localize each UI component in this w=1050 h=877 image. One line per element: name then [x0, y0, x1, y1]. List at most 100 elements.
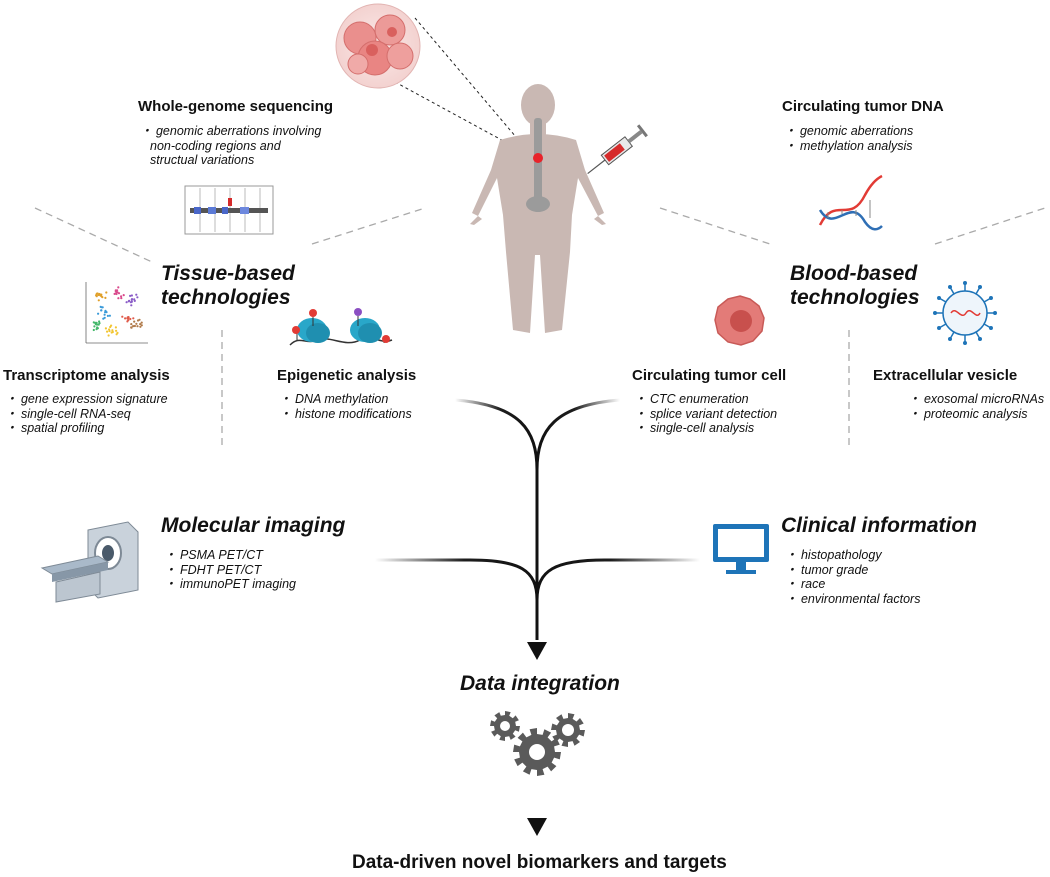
exosome-spike-tip: [948, 336, 952, 341]
tsne-point: [129, 301, 132, 304]
tsne-point: [120, 295, 123, 298]
tsne-point: [116, 291, 119, 294]
tissue-group-title: Tissue-based technologies: [161, 262, 295, 310]
list-item: ・ environmental factors: [785, 591, 921, 606]
tsne-point: [115, 292, 118, 296]
tsne-point: [122, 294, 125, 297]
tsne-point: [127, 319, 130, 322]
tsne-point: [111, 330, 114, 334]
exosome-spike-tip: [988, 326, 993, 330]
tsne-point: [99, 305, 102, 308]
tissue-group-line1: Tissue-based: [161, 262, 295, 285]
list-item: structual variations: [150, 153, 255, 167]
tsne-point: [104, 296, 107, 299]
tsne-point: [98, 320, 101, 323]
tsne-point: [129, 294, 132, 297]
tsne-point: [124, 317, 127, 320]
list-item: ・ CTC enumeration: [634, 392, 749, 406]
tsne-point: [132, 317, 135, 320]
exosome-spike-tip: [937, 326, 942, 330]
list-item: ・ genomic aberrations involving: [140, 124, 322, 138]
tsne-point: [117, 292, 121, 295]
tsne-point: [114, 326, 117, 329]
list-item: ・ single-cell RNA-seq: [5, 406, 131, 421]
tsne-point: [130, 323, 133, 326]
monitor-icon: [713, 524, 769, 574]
tsne-point: [126, 317, 129, 320]
list-item: ・ proteomic analysis: [908, 406, 1028, 421]
transcriptome-title: Transcriptome analysis: [3, 367, 170, 384]
tsne-point: [135, 322, 138, 325]
tsne-point: [109, 325, 112, 329]
blood-group-line1: Blood-based: [790, 262, 918, 285]
tsne-point: [103, 313, 106, 316]
tumor-cell-icon: [714, 295, 765, 346]
data-integration-title: Data integration: [460, 672, 620, 695]
ev-title: Extracellular vesicle: [873, 367, 1018, 384]
tsne-point: [97, 312, 100, 315]
list-item: ・ tumor grade: [785, 562, 869, 577]
gears-icon: [490, 711, 585, 776]
tsne-point: [107, 334, 110, 337]
clinical-title: Clinical information: [781, 514, 978, 537]
tsne-point: [101, 296, 104, 299]
ctc-items: ・ CTC enumeration ・ splice variant detec…: [634, 392, 777, 436]
transcriptome-items: ・ gene expression signature ・ single-cel…: [5, 392, 168, 436]
tsne-point: [106, 314, 109, 317]
tsne-point: [92, 328, 95, 332]
tsne-point: [117, 297, 120, 300]
ev-items: ・ exosomal microRNAs ・ proteomic analysi…: [908, 392, 1044, 421]
tsne-point: [139, 323, 142, 326]
cell-cluster-icon: [335, 3, 534, 158]
ctdna-title: Circulating tumor DNA: [782, 98, 944, 115]
exosome-spike-tip: [963, 341, 967, 345]
tsne-point: [129, 317, 132, 321]
tumor-marker: [533, 153, 543, 163]
imaging-title: Molecular imaging: [161, 514, 346, 537]
tsne-point: [100, 293, 103, 296]
epigenetic-items: ・ DNA methylation ・ histone modification…: [279, 392, 412, 421]
tsne-point: [105, 291, 108, 294]
list-item: ・ splice variant detection: [634, 406, 778, 421]
list-item: ・ exosomal microRNAs: [908, 392, 1045, 406]
tsne-point: [95, 328, 98, 331]
epigenetic-title: Epigenetic analysis: [277, 367, 417, 384]
exosome-spike-tip: [963, 281, 967, 285]
tsne-point: [140, 324, 143, 327]
karyotype-icon: [184, 185, 274, 235]
dna-helix-icon: [818, 174, 883, 231]
ct-scanner-icon: [40, 521, 139, 603]
whole-genome-items: ・ genomic aberrations involving non-codi…: [140, 124, 321, 168]
tsne-point: [103, 316, 106, 319]
exosome-spike-tip: [933, 311, 937, 315]
gear-hole: [562, 724, 574, 736]
list-item: ・ PSMA PET/CT: [164, 548, 263, 562]
spine: [526, 118, 550, 212]
tsne-point: [139, 325, 142, 328]
exosome-spike-tip: [988, 296, 993, 300]
list-item: ・ race: [785, 577, 826, 591]
tsne-point: [135, 293, 138, 296]
tsne-point: [111, 329, 114, 332]
flow-arrows: [375, 398, 700, 836]
list-item: ・ spatial profiling: [5, 421, 105, 435]
tsne-point: [95, 321, 98, 324]
tsne-point: [128, 299, 131, 302]
tsne-point: [125, 301, 128, 304]
list-item: ・ histopathology: [785, 548, 882, 562]
tissue-group-line2: technologies: [161, 286, 291, 309]
output-title: Data-driven novel biomarkers and targets: [352, 852, 727, 873]
tsne-point: [106, 330, 109, 333]
exosome-icon: [933, 281, 997, 345]
tsne-plot-icon: [85, 282, 148, 344]
tsne-point: [117, 286, 120, 289]
tsne-point: [136, 296, 139, 299]
exosome-spike-tip: [978, 336, 982, 341]
tsne-point: [97, 323, 100, 326]
tsne-point: [121, 315, 124, 318]
tsne-point: [120, 297, 123, 300]
tsne-point: [95, 323, 99, 326]
exosome-spike-tip: [937, 296, 942, 300]
list-item: ・ immunoPET imaging: [164, 577, 296, 591]
